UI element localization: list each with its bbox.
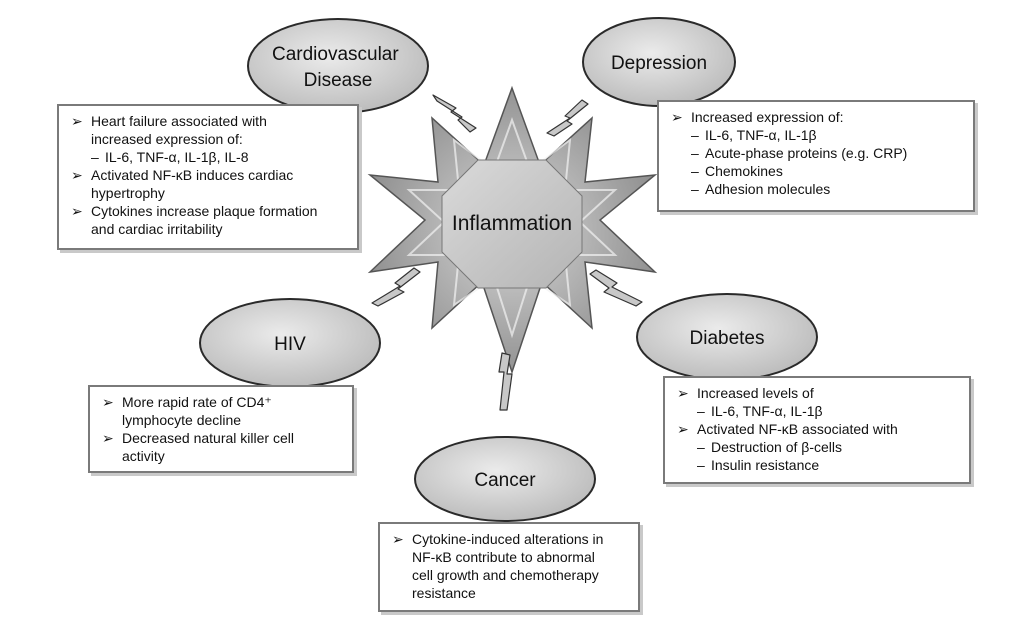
- item-text: Destruction of β-cells: [711, 439, 842, 455]
- cancer-effects-box: ➢ Cytokine-induced alterations in NF-κB co…: [378, 522, 640, 612]
- cardiovascular-disease-title: Cardiovascular Disease: [272, 44, 404, 91]
- arrowhead-bullet-icon: ➢: [71, 203, 83, 219]
- arrowhead-bullet-icon: ➢: [102, 430, 114, 446]
- item-text: cell growth and chemotherapy: [412, 567, 599, 583]
- cancer-title: Cancer: [474, 470, 536, 491]
- bullet-item-continuation: and cardiac irritability: [71, 220, 349, 238]
- item-text: Cytokine-induced alterations in: [412, 531, 604, 547]
- item-text: hypertrophy: [91, 185, 165, 201]
- sub-item: –IL-6, TNF-α, IL-1β, IL-8: [71, 148, 349, 166]
- dash-bullet-icon: –: [691, 145, 699, 161]
- bullet-item-continuation: resistance: [392, 584, 630, 602]
- dash-bullet-icon: –: [697, 403, 705, 419]
- inflammation-label: Inflammation: [452, 212, 572, 235]
- sub-item: –Insulin resistance: [677, 456, 961, 474]
- arrowhead-bullet-icon: ➢: [677, 421, 689, 437]
- item-text: activity: [122, 448, 165, 464]
- bolt-to-hiv: [371, 267, 421, 307]
- dash-bullet-icon: –: [691, 163, 699, 179]
- bullet-item: ➢ Heart failure associated with: [71, 112, 349, 130]
- bullet-item-continuation: activity: [102, 447, 344, 465]
- item-text: lymphocyte decline: [122, 412, 242, 428]
- dash-bullet-icon: –: [697, 439, 705, 455]
- bullet-item-continuation: hypertrophy: [71, 184, 349, 202]
- sub-item: –Chemokines: [671, 162, 965, 180]
- item-text: and cardiac irritability: [91, 221, 223, 237]
- bullet-item: ➢ Cytokines increase plaque formation: [71, 202, 349, 220]
- bullet-item-continuation: lymphocyte decline: [102, 411, 344, 429]
- item-text: Heart failure associated with: [91, 113, 267, 129]
- arrowhead-bullet-icon: ➢: [71, 167, 83, 183]
- sub-item: –IL-6, TNF-α, IL-1β: [671, 126, 965, 144]
- bullet-item-continuation: increased expression of:: [71, 130, 349, 148]
- diabetes-effects-box: ➢Increased levels of–IL-6, TNF-α, IL-1β➢…: [663, 376, 971, 484]
- hiv-effects-box: ➢ More rapid rate of CD4⁺ lymphocyte decli…: [88, 385, 354, 473]
- bullet-item: ➢ Activated NF-κB associated with: [677, 420, 961, 438]
- bullet-item-continuation: NF-κB contribute to abnormal: [392, 548, 630, 566]
- hiv-title: HIV: [274, 334, 306, 355]
- inflammation-octagon: [441, 159, 583, 289]
- bullet-item: ➢ Decreased natural killer cell: [102, 429, 344, 447]
- dash-bullet-icon: –: [697, 457, 705, 473]
- arrowhead-bullet-icon: ➢: [392, 531, 404, 547]
- item-text: More rapid rate of CD4⁺: [122, 394, 272, 410]
- item-text: IL-6, TNF-α, IL-1β: [711, 403, 823, 419]
- bolt-to-cancer: [498, 352, 513, 411]
- arrowhead-bullet-icon: ➢: [677, 385, 689, 401]
- item-text: Acute-phase proteins (e.g. CRP): [705, 145, 908, 161]
- item-text: Adhesion molecules: [705, 181, 831, 197]
- bolt-to-diabetes: [589, 269, 643, 307]
- dash-bullet-icon: –: [691, 127, 699, 143]
- item-text: Activated NF-κB induces cardiac: [91, 167, 294, 183]
- cancer-ellipse: [414, 436, 596, 522]
- bullet-item-continuation: cell growth and chemotherapy: [392, 566, 630, 584]
- depression-effects-box: ➢Increased expression of:–IL-6, TNF-α, I…: [657, 100, 975, 212]
- bolt-to-depression: [546, 99, 589, 137]
- dash-bullet-icon: –: [91, 149, 99, 165]
- item-text: IL-6, TNF-α, IL-1β, IL-8: [105, 149, 249, 165]
- item-text: Insulin resistance: [711, 457, 820, 473]
- bullet-item: ➢ Increased expression of:: [671, 108, 965, 126]
- bullet-item: ➢ More rapid rate of CD4⁺: [102, 393, 344, 411]
- sub-item: –Destruction of β-cells: [677, 438, 961, 456]
- bullet-item: ➢ Cytokine-induced alterations in: [392, 530, 630, 548]
- depression-title: Depression: [611, 53, 707, 74]
- item-text: resistance: [412, 585, 476, 601]
- cardiovascular-disease-ellipse: [247, 18, 429, 114]
- sub-item: –Acute-phase proteins (e.g. CRP): [671, 144, 965, 162]
- item-text: Decreased natural killer cell: [122, 430, 294, 446]
- arrowhead-bullet-icon: ➢: [71, 113, 83, 129]
- arrowhead-bullet-icon: ➢: [671, 109, 683, 125]
- dash-bullet-icon: –: [691, 181, 699, 197]
- arrowhead-bullet-icon: ➢: [102, 394, 114, 410]
- bullet-item: ➢ Increased levels of: [677, 384, 961, 402]
- sub-item: –Adhesion molecules: [671, 180, 965, 198]
- item-text: Activated NF-κB associated with: [697, 421, 898, 437]
- cardiovascular-effects-box: ➢ Heart failure associated with increased …: [57, 104, 359, 250]
- starburst-inner-shape: [406, 117, 618, 339]
- bolt-to-cardiovascular: [432, 94, 477, 133]
- sub-item: –IL-6, TNF-α, IL-1β: [677, 402, 961, 420]
- item-text: IL-6, TNF-α, IL-1β: [705, 127, 817, 143]
- diabetes-title: Diabetes: [690, 328, 765, 349]
- bullet-item: ➢ Activated NF-κB induces cardiac: [71, 166, 349, 184]
- inflammation-starburst: [367, 85, 658, 375]
- item-text: Chemokines: [705, 163, 783, 179]
- item-text: Increased expression of:: [691, 109, 844, 125]
- item-text: Increased levels of: [697, 385, 814, 401]
- item-text: NF-κB contribute to abnormal: [412, 549, 595, 565]
- item-text: increased expression of:: [91, 131, 243, 147]
- item-text: Cytokines increase plaque formation: [91, 203, 318, 219]
